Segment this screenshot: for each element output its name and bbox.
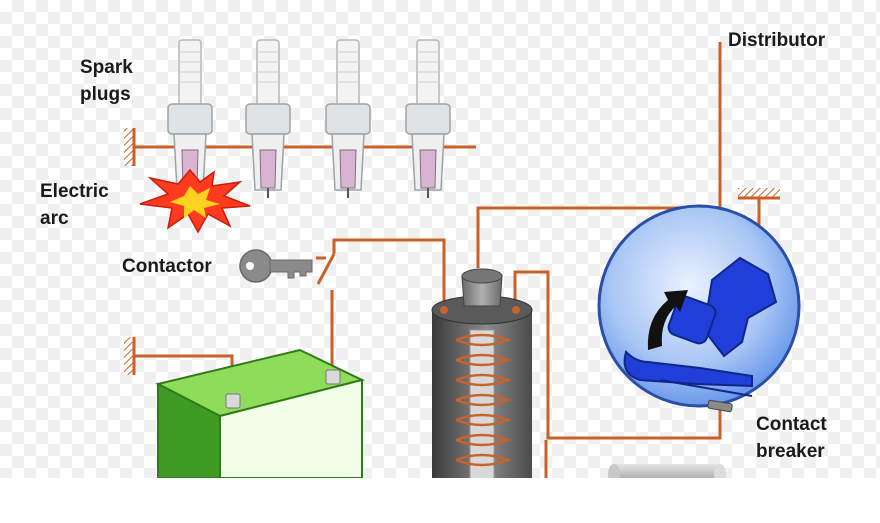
spark-plugs-label: Spark plugs — [80, 54, 133, 108]
ground-hatch-icon — [124, 337, 136, 375]
spark-plug — [405, 39, 451, 198]
contact-breaker-label-line1: Contact — [756, 414, 827, 435]
contact-breaker-label-line2: breaker — [756, 441, 825, 462]
spark-plugs-label-line2: plugs — [80, 84, 131, 105]
rotation-arrow-icon — [647, 290, 688, 350]
spark-plug — [325, 39, 371, 198]
electric-arc-label: Electric arc — [40, 178, 109, 232]
ground-hatch-icon — [738, 188, 780, 200]
key-icon — [239, 249, 313, 283]
spark-plug — [245, 39, 291, 198]
ignition-coil — [431, 268, 533, 481]
electric-arc-label-line2: arc — [40, 208, 69, 229]
spark-plugs-label-line1: Spark — [80, 57, 133, 78]
ground-hatch-icon — [124, 128, 136, 166]
spark-plug — [167, 39, 213, 198]
contactor-label: Contactor — [122, 256, 212, 277]
contact-breaker-label: Contact breaker — [756, 411, 827, 465]
electric-arc-label-line1: Electric — [40, 181, 109, 202]
contactor-switch — [316, 253, 336, 285]
battery — [155, 348, 365, 479]
distributor-disc — [597, 204, 801, 413]
distributor-label: Distributor — [728, 30, 826, 51]
bottom-margin — [0, 478, 880, 523]
